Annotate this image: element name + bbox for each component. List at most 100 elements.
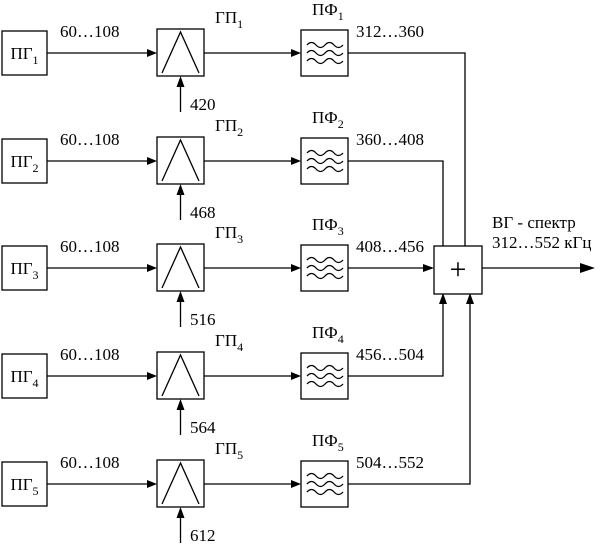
primary-group-label: ПГ [10,44,32,63]
svg-text:ГП3: ГП3 [215,223,243,246]
svg-text:ПФ4: ПФ4 [312,323,344,346]
filter-label: ПФ [312,108,338,127]
primary-group-index: 3 [33,268,39,282]
bandpass-filter-icon [306,380,344,388]
filter-label: ПФ [312,431,338,450]
triangle-modulator-icon [161,353,200,397]
primary-group-index: 4 [33,376,39,390]
output-range-label: 456…504 [356,345,425,364]
mixer-label: ГП [215,116,237,135]
summer-symbol: + [450,253,467,286]
primary-group-label: ПГ [10,152,32,171]
arrow-icon [176,291,185,302]
carrier-frequency-label: 420 [190,95,216,114]
filter-index: 2 [338,117,344,131]
svg-text:ГП2: ГП2 [215,116,243,139]
mixer-label: ГП [215,439,237,458]
summer-connections [348,52,474,485]
input-range-label: 60…108 [60,453,120,472]
filter-index: 5 [338,440,344,454]
bandpass-filter-icon [306,480,344,488]
bandpass-filter-icon [306,149,344,157]
output-range-label: 504…552 [356,453,424,472]
output-range-label: 360…408 [356,130,424,149]
svg-text:ПГ1: ПГ1 [10,44,38,67]
svg-text:ГП1: ГП1 [215,8,243,31]
bandpass-filter-icon [306,488,344,496]
svg-text:ПГ3: ПГ3 [10,259,38,282]
arrow-icon [291,49,301,57]
filter-index: 1 [338,9,344,23]
primary-group-label: ПГ [10,475,32,494]
primary-group-index: 2 [33,161,39,175]
bandpass-filter-icon [306,57,344,65]
carrier-frequency-label: 516 [190,310,216,329]
svg-text:ГП5: ГП5 [215,439,243,462]
output-arrow-icon [580,263,595,273]
svg-text:ПГ2: ПГ2 [10,152,38,175]
svg-text:ПГ4: ПГ4 [10,367,38,390]
bandpass-filter-icon [306,372,344,380]
bandpass-filter-icon [306,41,344,49]
bandpass-filter-icon [306,157,344,165]
triangle-modulator-icon [161,30,200,74]
bandpass-filter-icon [306,272,344,280]
channel-row-5: ПГ5 60…108 ГП5 612 ПФ5 504…552 [1,431,424,545]
output-range-label: 408…456 [356,237,424,256]
summer-block [433,245,483,295]
carrier-frequency-label: 564 [190,418,216,437]
svg-text:ГП4: ГП4 [215,331,243,354]
primary-group-block [1,30,48,76]
filter-label: ПФ [312,215,338,234]
carrier-frequency-label: 468 [190,203,216,222]
output-range-label: 312…360 [356,22,424,41]
arrow-icon [291,264,301,272]
primary-group-block [1,353,48,399]
arrow-icon [291,157,301,165]
bandpass-filter-icon [306,264,344,272]
mixer-index: 2 [237,125,243,139]
carrier-frequency-label: 612 [190,526,216,545]
output-label-line2: 312…552 кГц [492,233,591,252]
svg-text:ПФ5: ПФ5 [312,431,344,454]
input-range-label: 60…108 [60,237,120,256]
primary-group-block [1,461,48,507]
primary-group-block [1,138,48,184]
channel-row-3: ПГ3 60…108 ГП3 516 ПФ3 408…456 [1,215,424,329]
arrow-icon [147,49,157,57]
svg-text:ПФ3: ПФ3 [312,215,344,238]
arrow-icon [147,264,157,272]
svg-text:ПФ1: ПФ1 [312,0,344,23]
arrow-icon [147,157,157,165]
filter-label: ПФ [312,323,338,342]
primary-group-label: ПГ [10,259,32,278]
arrow-icon [176,507,185,518]
mixer-label: ГП [215,331,237,350]
mixer-index: 1 [237,17,243,31]
arrow-icon [291,372,301,380]
arrow-icon [147,480,157,488]
input-range-label: 60…108 [60,130,120,149]
triangle-modulator-icon [161,245,200,289]
bandpass-filter-icon [306,364,344,372]
primary-group-index: 1 [33,53,39,67]
svg-text:ПГ5: ПГ5 [10,475,38,498]
arrow-icon [291,480,301,488]
filter-index: 3 [338,224,344,238]
mixer-label: ГП [215,8,237,27]
arrow-icon [147,372,157,380]
mixer-index: 4 [237,340,243,354]
bandpass-filter-icon [306,256,344,264]
channel-row-1: ПГ1 60…108 ГП1 420 ПФ1 312…360 [1,0,424,114]
triangle-modulator-icon [161,461,200,505]
input-range-label: 60…108 [60,345,120,364]
arrow-icon [176,399,185,410]
bandpass-filter-icon [306,49,344,57]
bandpass-filter-icon [306,165,344,173]
mixer-index: 5 [237,448,243,462]
input-range-label: 60…108 [60,22,120,41]
channel-row-4: ПГ4 60…108 ГП4 564 ПФ4 456…504 [1,323,425,437]
channel-row-2: ПГ2 60…108 ГП2 468 ПФ2 360…408 [1,108,424,222]
mixer-index: 3 [237,232,243,246]
